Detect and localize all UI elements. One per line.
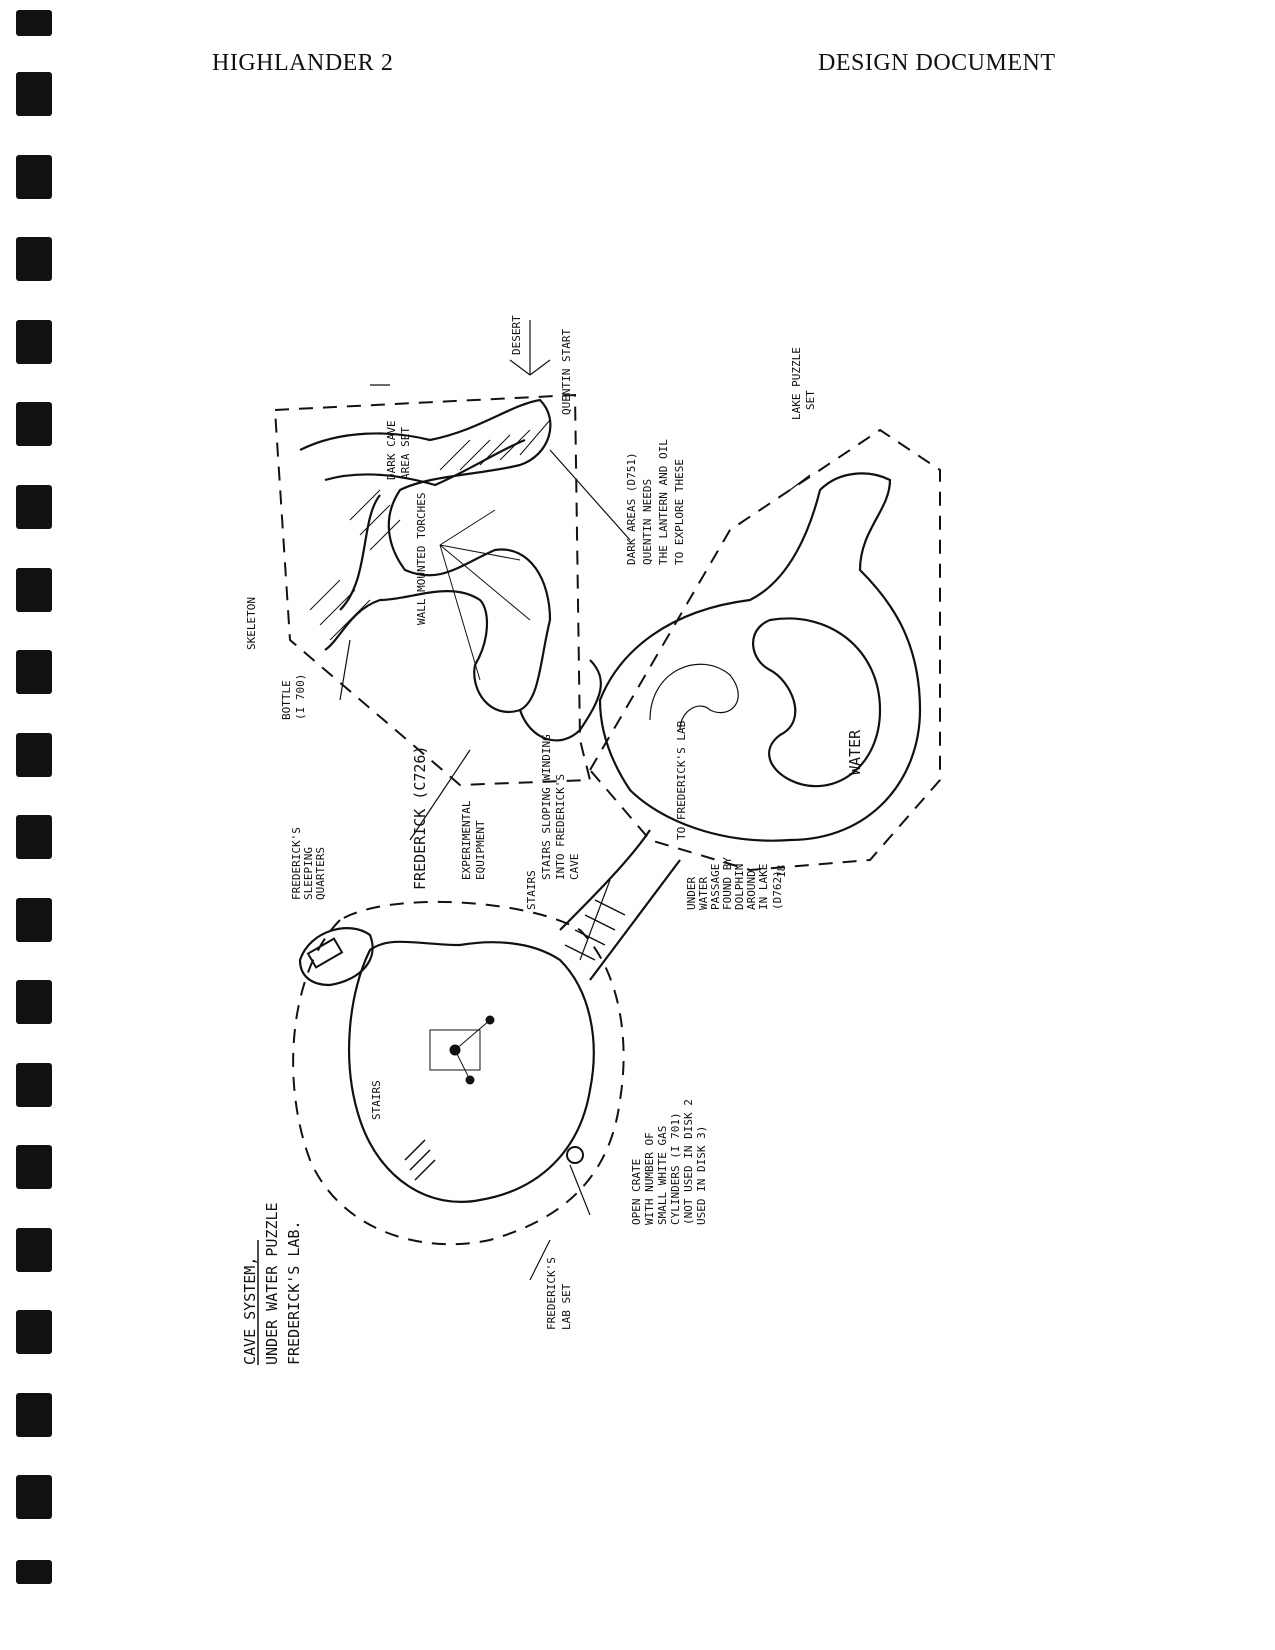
label-lake-puzzle: LAKE PUZZLE <box>790 347 803 420</box>
label-underwater-8: (D762) <box>771 870 784 910</box>
label-stairs-winding-3: CAVE <box>568 854 581 881</box>
label-crate-3: SMALL WHITE GAS <box>656 1126 669 1225</box>
page-mark: 18 <box>775 865 788 878</box>
label-bottle-id: (I 700) <box>294 674 307 720</box>
label-underwater-6: AROUND <box>745 870 758 910</box>
label-dark-areas: DARK AREAS (D751) <box>625 452 638 565</box>
label-stairs-main: STAIRS <box>525 870 538 910</box>
binding-hole <box>16 402 52 446</box>
binding-hole <box>16 733 52 777</box>
label-underwater-3: PASSAGE <box>709 864 722 910</box>
label-underwater-5: DOLPHIN <box>733 864 746 910</box>
binding-hole <box>16 72 52 116</box>
label-wall-torches: WALL MOUNTED TORCHES <box>415 493 428 625</box>
dark-cave-wall-inner <box>324 438 526 611</box>
lake-water-shoreline <box>752 617 882 788</box>
binding-hole <box>16 1393 52 1437</box>
lower-stairs <box>404 1139 436 1181</box>
torch-lines <box>439 509 531 681</box>
label-stairs-winding: STAIRS SLOPING WINDING <box>540 734 553 880</box>
label-underwater-2: WATER <box>697 877 710 910</box>
map-subtitle-2: FREDERICK'S LAB. <box>285 1221 303 1366</box>
label-crate-5: (NOT USED IN DISK 2 <box>682 1099 695 1225</box>
label-lab-set-1: FREDERICK'S <box>545 1257 558 1330</box>
label-bottle: BOTTLE <box>280 680 293 720</box>
label-crate-4: CYLINDERS (I 701) <box>669 1112 682 1225</box>
binding-hole <box>16 1310 52 1354</box>
binding-hole <box>16 815 52 859</box>
label-stairs-lower: STAIRS <box>370 1080 383 1120</box>
dark-cave-wall <box>299 398 552 713</box>
spiral-binding <box>0 0 70 1650</box>
binding-hole <box>16 650 52 694</box>
label-dark-areas-4: TO EXPLORE THESE <box>673 459 686 565</box>
label-crate-1: OPEN CRATE <box>630 1159 643 1225</box>
lake-cave-wall <box>598 472 922 842</box>
lake-island-contour <box>649 663 739 731</box>
label-frederick: FREDERICK (C726) <box>411 746 429 891</box>
label-stairs-winding-2: INTO FREDERICK'S <box>554 774 567 880</box>
label-underwater-4: FOUND BY <box>721 857 734 910</box>
label-dark-cave: DARK CAVE <box>385 420 398 480</box>
dark-cave-boundary <box>273 393 592 787</box>
label-dark-areas-3: THE LANTERN AND OIL <box>657 439 670 565</box>
label-crate-6: USED IN DISK 3) <box>695 1126 708 1225</box>
lab-equipment <box>429 1015 495 1085</box>
binding-hole <box>16 155 52 199</box>
gas-crate <box>566 1146 584 1164</box>
document-type: DESIGN DOCUMENT <box>818 50 1056 76</box>
map-subtitle-1: UNDER WATER PUZZLE <box>263 1202 281 1365</box>
label-underwater-1: UNDER <box>685 877 698 910</box>
label-area-set: AREA SET <box>399 427 412 480</box>
stair-steps <box>564 899 626 961</box>
cave-map-sketch: DARK CAVE AREA SET DESERT QUENTIN START … <box>241 315 941 1366</box>
label-to-lab: TO FREDERICK'S LAB <box>675 720 688 840</box>
bed <box>306 937 344 969</box>
stairs-passage-wall <box>559 829 681 981</box>
label-underwater-7: IN LAKE <box>757 864 770 910</box>
annotation-arrows <box>339 320 811 1281</box>
dark-hatch <box>309 419 551 641</box>
binding-hole <box>16 485 52 529</box>
label-lab-set-2: LAB SET <box>560 1283 573 1330</box>
binding-hole <box>16 1063 52 1107</box>
lake-boundary <box>588 428 941 872</box>
binding-hole <box>16 980 52 1024</box>
label-experimental: EXPERIMENTAL <box>460 800 473 880</box>
label-sleeping-1: FREDERICK'S <box>290 827 303 900</box>
binding-hole <box>16 568 52 612</box>
binding-hole <box>16 1228 52 1272</box>
label-sleeping-2: SLEEPING <box>302 847 315 900</box>
lab-boundary <box>292 900 625 1246</box>
label-quentin-start: QUENTIN START <box>560 329 573 415</box>
binding-hole <box>16 898 52 942</box>
label-crate-2: WITH NUMBER OF <box>643 1132 656 1225</box>
label-desert: DESERT <box>510 315 523 355</box>
cave-passage-wall <box>518 659 602 742</box>
binding-hole <box>16 1560 52 1584</box>
map-title: CAVE SYSTEM, <box>241 1257 259 1365</box>
document-title: HIGHLANDER 2 <box>212 50 394 76</box>
label-sleeping-3: QUARTERS <box>314 847 327 900</box>
binding-hole <box>16 237 52 281</box>
binding-hole <box>16 10 52 36</box>
label-skeleton: SKELETON <box>245 597 258 650</box>
binding-hole <box>16 1145 52 1189</box>
lab-cave-wall <box>348 940 595 1203</box>
label-dark-areas-2: QUENTIN NEEDS <box>641 479 654 565</box>
binding-hole <box>16 320 52 364</box>
label-lake-set: SET <box>804 390 817 410</box>
label-equipment: EQUIPMENT <box>474 820 487 880</box>
sleeping-quarters-wall <box>298 927 374 987</box>
binding-hole <box>16 1475 52 1519</box>
label-water: WATER <box>846 729 864 775</box>
